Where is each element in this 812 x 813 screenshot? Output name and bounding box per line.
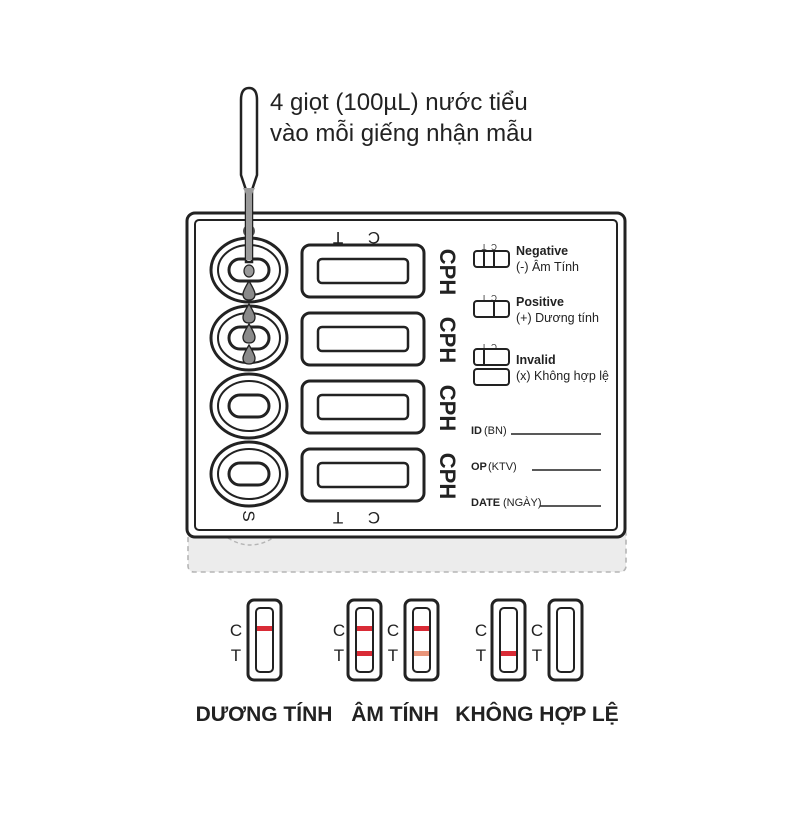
cassette-tray — [187, 527, 627, 573]
cph-label-1: CPH — [435, 249, 460, 295]
field-op-hint: (KTV) — [488, 461, 517, 473]
cassette-label-t-top: T — [333, 228, 343, 247]
strip-2-t-label: T — [334, 646, 344, 665]
result-window-3 — [300, 379, 426, 435]
sample-well-4 — [209, 440, 289, 508]
key-invalid-mark-t: T — [481, 342, 486, 351]
key-invalid: T C Invalid (x) Không hợp lệ — [473, 342, 609, 386]
result-window-1 — [300, 243, 426, 299]
strip-2-t-line — [357, 651, 372, 656]
strip-3-c-label: C — [387, 621, 399, 640]
strip-4-c-label: C — [475, 621, 487, 640]
result-strip-invalid-a: C T — [475, 598, 527, 682]
key-negative-mark-t: T — [481, 242, 486, 251]
strip-5-c-label: C — [531, 621, 543, 640]
cassette-label-s: S — [239, 510, 258, 521]
key-negative-mark-c: C — [491, 242, 497, 251]
key-invalid-title: Invalid — [516, 353, 556, 367]
field-id: ID (BN) — [471, 425, 601, 437]
key-negative-title: Negative — [516, 244, 568, 258]
key-invalid-mark-c: C — [491, 342, 497, 351]
field-date-key: DATE — [471, 497, 500, 509]
field-date-hint: (NGÀY) — [503, 496, 542, 509]
result-strip-positive: C T — [230, 598, 283, 682]
strip-5-t-label: T — [532, 646, 542, 665]
key-positive-mark-t: T — [481, 293, 486, 302]
cph-label-3: CPH — [435, 385, 460, 431]
drops — [242, 279, 256, 365]
key-positive-desc: (+) Dương tính — [516, 311, 599, 325]
cassette-label-c-top: C — [368, 228, 380, 247]
cph-label-4: CPH — [435, 453, 460, 499]
sample-well-3 — [209, 372, 289, 440]
strip-1-t-label: T — [231, 646, 241, 665]
pipette — [239, 86, 259, 278]
cassette-label-t-bottom: T — [333, 508, 343, 527]
caption-negative: ÂM TÍNH — [351, 702, 439, 726]
strip-4-t-line — [501, 651, 516, 656]
key-positive-title: Positive — [516, 295, 564, 309]
key-positive-mark-c: C — [491, 293, 497, 302]
result-strip-negative-b: C T — [387, 598, 440, 682]
field-id-key: ID — [471, 425, 482, 437]
field-id-hint: (BN) — [484, 425, 507, 437]
strip-3-t-line-faint — [414, 651, 429, 656]
field-date: DATE (NGÀY) — [471, 496, 601, 509]
strip-3-c-line — [414, 626, 429, 631]
instruction-line-1: 4 giọt (100µL) nước tiểu — [270, 89, 528, 116]
strip-4-t-label: T — [476, 646, 486, 665]
field-op: OP (KTV) — [471, 461, 601, 473]
result-strip-invalid-b: C T — [531, 598, 584, 682]
strip-2-c-line — [357, 626, 372, 631]
instruction-line-2: vào mỗi giếng nhận mẫu — [270, 120, 533, 147]
strip-3-t-label: T — [388, 646, 398, 665]
result-window-2 — [300, 311, 426, 367]
cph-label-2: CPH — [435, 317, 460, 363]
caption-positive: DƯƠNG TÍNH — [196, 703, 333, 726]
key-positive: T C Positive (+) Dương tính — [473, 293, 599, 325]
key-negative: T C Negative (-) Âm Tính — [473, 242, 579, 274]
key-negative-desc: (-) Âm Tính — [516, 259, 579, 274]
field-op-key: OP — [471, 461, 487, 473]
strip-1-c-label: C — [230, 621, 242, 640]
result-window-4 — [300, 447, 426, 503]
cassette — [185, 211, 627, 539]
cassette-label-c-bottom: C — [368, 508, 380, 527]
strip-2-c-label: C — [333, 621, 345, 640]
strip-1-c-line — [257, 626, 272, 631]
result-strip-negative-a: C T — [333, 598, 383, 682]
key-invalid-desc: (x) Không hợp lệ — [516, 369, 609, 383]
caption-invalid: KHÔNG HỢP LỆ — [455, 702, 618, 726]
